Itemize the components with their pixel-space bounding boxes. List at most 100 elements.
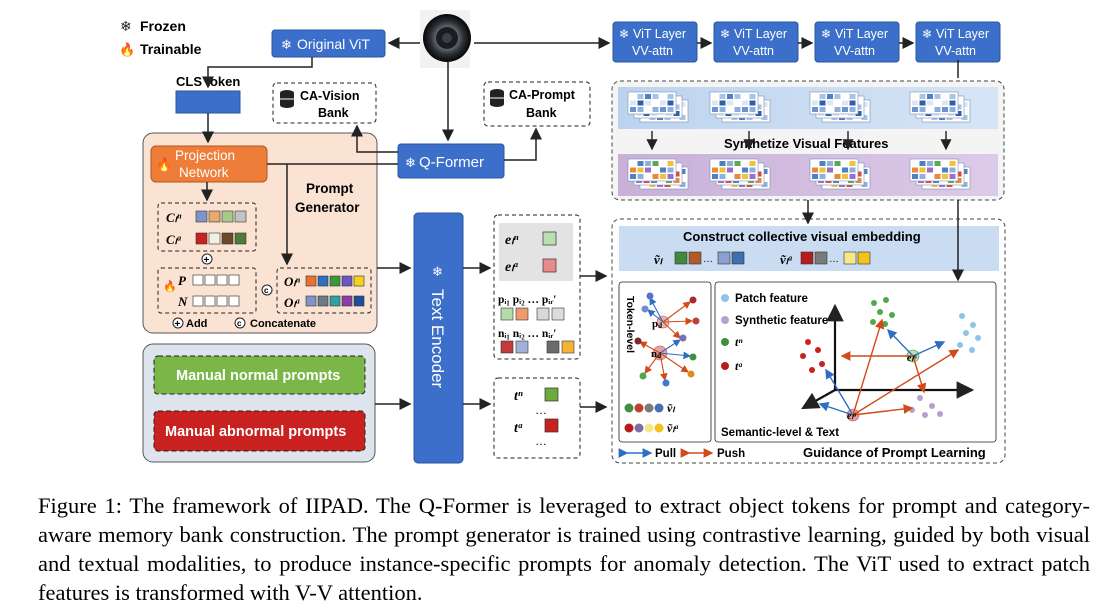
manual-abnormal-label: Manual abnormal prompts	[165, 424, 346, 440]
flame-icon: 🔥	[163, 280, 177, 293]
database-icon	[280, 90, 294, 108]
c-normal-label: Cₗⁿ	[166, 210, 182, 225]
guidance-label: Guidance of Prompt Learning	[803, 445, 986, 460]
vit-layer-4-sublabel: VV-attn	[935, 44, 976, 58]
n-patch-row-label: nᵢ₁ nᵢ₂ … nᵢᵣ′	[498, 328, 556, 340]
semantic-level-label: Semantic-level & Text	[721, 427, 839, 439]
snowflake-icon: ❄	[405, 155, 416, 170]
p-ij-label: pᵢⱼ	[652, 318, 662, 330]
flame-icon: 🔥	[156, 157, 172, 172]
snowflake-icon: ❄	[281, 37, 292, 52]
token-level-scatter	[634, 292, 700, 387]
o-abnormal-label: Oₗᵃ	[284, 295, 301, 310]
e-embedding-box	[499, 223, 573, 281]
t-normal-label: tⁿ	[514, 389, 523, 404]
original-vit-block	[271, 29, 386, 58]
token-va-label: ṽₗᵃ	[667, 421, 678, 435]
t-abnormal-label: tᵃ	[514, 421, 523, 436]
vit-layer-1-sublabel: VV-attn	[632, 44, 673, 58]
manual-normal-prompts	[153, 355, 366, 395]
flow-arrows	[201, 37, 964, 413]
e-normal-token	[542, 231, 557, 246]
concat-legend-symbol: c	[237, 319, 242, 328]
legend-trainable-label: Trainable	[140, 41, 202, 57]
n-ij-label: nᵢⱼ	[651, 348, 661, 360]
add-symbol	[201, 253, 213, 265]
snowflake-icon: ❄	[120, 18, 132, 34]
flame-icon: 🔥	[119, 42, 135, 57]
ca-vision-bank	[272, 82, 377, 124]
o-normal-label: Oₗⁿ	[284, 274, 301, 289]
patch-feature-maps	[627, 91, 971, 190]
e-abnormal-point-label: eₗᵃ	[847, 411, 857, 422]
vit-layer-4-label: ViT Layer	[936, 27, 989, 41]
c-normal-tokens	[195, 210, 247, 223]
c-abnormal-label: Cₗᵃ	[166, 232, 182, 247]
c-abnormal-tokens	[195, 232, 247, 245]
vit-layer-3-label: ViT Layer	[835, 27, 888, 41]
t-normal-legend: tⁿ	[735, 335, 743, 349]
vit-layer-2-sublabel: VV-attn	[733, 44, 774, 58]
collective-abnormal-embedding: …	[800, 251, 871, 265]
e-abnormal-token	[542, 258, 557, 273]
t-abnormal-token	[544, 418, 559, 433]
p-patch-tokens	[500, 307, 565, 321]
t-abnormal-legend: tᵃ	[735, 359, 742, 373]
ca-prompt-bank-label-2: Bank	[526, 106, 557, 120]
figure-caption: Figure 1: The framework of IIPAD. The Q-…	[38, 491, 1090, 607]
t-ellipsis-1: …	[535, 403, 547, 417]
concat-legend-label: Concatenate	[250, 318, 316, 330]
o-normal-tokens	[305, 275, 365, 287]
snowflake-icon: ❄	[922, 27, 932, 41]
vit-layer-1	[612, 21, 698, 63]
prompt-generator-label: Prompt	[306, 181, 354, 196]
token-level-label: Token-level	[624, 296, 636, 353]
snowflake-icon: ❄	[619, 27, 629, 41]
q-former-label: Q-Former	[419, 154, 484, 171]
p-prompt-tokens	[192, 274, 240, 286]
token-normal-dots	[624, 403, 664, 413]
vit-layer-2	[713, 21, 799, 63]
semantic-legend: Patch feature Synthetic feature tⁿ tᵃ	[721, 293, 828, 373]
concat-symbol	[261, 284, 273, 296]
vit-layer-2-label: ViT Layer	[734, 27, 787, 41]
semantic-scatter	[800, 297, 981, 422]
text-embedding-box	[493, 377, 581, 459]
add-legend-label: Add	[186, 318, 207, 330]
patch-feature-legend: Patch feature	[735, 293, 808, 305]
output-prompt-box	[276, 267, 372, 314]
pull-label: Pull	[655, 448, 676, 460]
collective-normal-embedding: …	[674, 251, 745, 265]
text-encoder-block	[413, 212, 464, 464]
ellipsis-dots: …	[829, 254, 839, 265]
database-icon	[490, 89, 504, 107]
n-patch-tokens	[500, 340, 575, 354]
p-prompt-label: P	[178, 273, 187, 288]
legend: ❄ Frozen 🔥 Trainable	[119, 18, 202, 57]
semantic-axes	[801, 303, 975, 410]
e-abnormal-label: eₗᵃ	[505, 260, 519, 275]
original-vit-label: Original ViT	[297, 36, 370, 52]
vit-layer-1-label: ViT Layer	[633, 27, 686, 41]
projection-network-label: Projection	[175, 148, 235, 163]
vit-layer-group	[612, 21, 1001, 63]
n-prompt-tokens	[192, 295, 240, 307]
e-normal-point-label: eₗⁿ	[907, 353, 917, 364]
add-legend-symbol: +	[175, 319, 181, 330]
snowflake-icon: ❄	[432, 264, 443, 279]
figure-caption-text: Figure 1: The framework of IIPAD. The Q-…	[38, 493, 1090, 605]
manual-abnormal-prompts	[153, 410, 366, 452]
o-abnormal-tokens	[305, 295, 365, 307]
t-ellipsis-2: …	[535, 434, 547, 448]
token-abnormal-dots	[624, 423, 664, 433]
construct-label: Construct collective visual embedding	[683, 229, 921, 244]
snowflake-icon: ❄	[821, 27, 831, 41]
vit-layer-3-sublabel: VV-attn	[834, 44, 875, 58]
ca-prompt-bank-label: CA-Prompt	[509, 88, 576, 102]
e-normal-label: eₗⁿ	[505, 233, 519, 248]
v-tilde-label: ṽₗ	[654, 252, 664, 267]
semantic-level-box	[714, 281, 997, 443]
ellipsis-dots: …	[703, 254, 713, 265]
pull-push-legend: Pull Push	[618, 448, 745, 460]
